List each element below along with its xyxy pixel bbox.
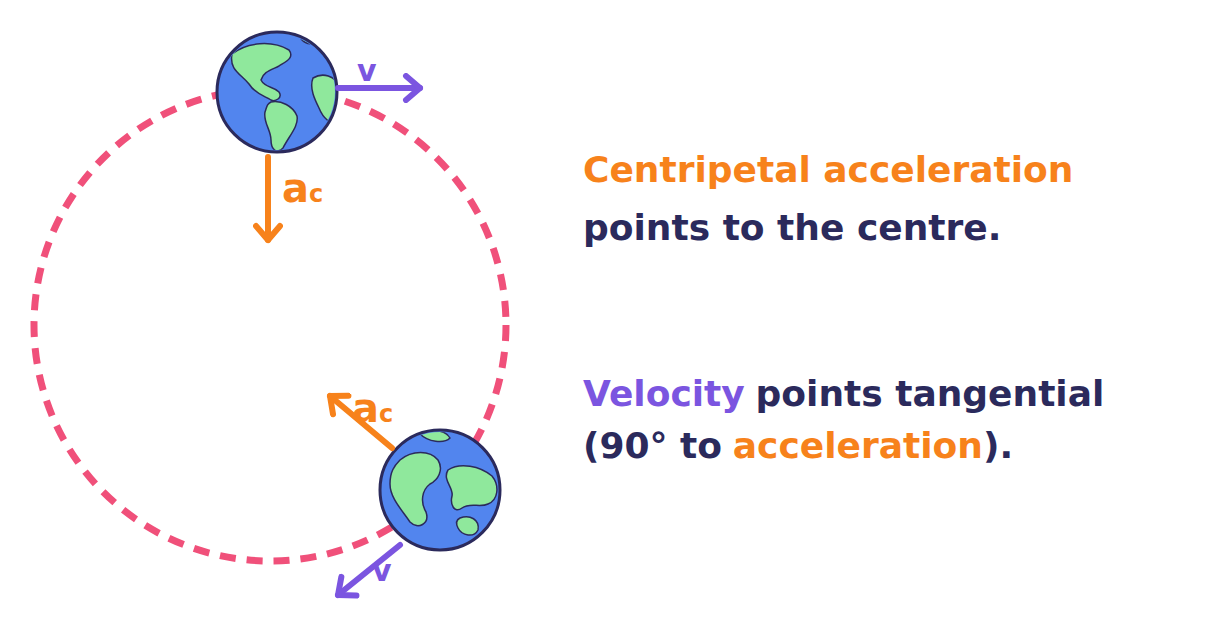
acceleration-label: ac bbox=[352, 388, 393, 428]
text-line: Centripetal acceleration bbox=[583, 148, 1073, 191]
orbit-path bbox=[34, 89, 506, 561]
continent bbox=[312, 75, 339, 123]
caption-text: acceleration bbox=[733, 425, 983, 466]
text-line: Velocity points tangential bbox=[583, 372, 1104, 415]
caption-text: (90° to bbox=[583, 425, 722, 466]
caption-text: ). bbox=[983, 425, 1013, 466]
velocity-label: v bbox=[357, 56, 377, 86]
continent bbox=[420, 431, 450, 442]
continent bbox=[457, 517, 479, 535]
continent bbox=[390, 453, 440, 526]
earth-ocean bbox=[380, 430, 500, 550]
velocity-arrow bbox=[338, 85, 420, 91]
text-line: points to the centre. bbox=[583, 206, 1001, 249]
continent bbox=[446, 466, 497, 510]
earth-bottom bbox=[380, 430, 500, 550]
caption-text: points to the centre. bbox=[583, 207, 1001, 248]
acceleration-label: ac bbox=[282, 168, 323, 208]
caption-text: Centripetal acceleration bbox=[583, 149, 1073, 190]
caption-text: Velocity bbox=[583, 373, 745, 414]
velocity-label: v bbox=[372, 556, 392, 586]
continent bbox=[299, 32, 315, 43]
continent bbox=[265, 102, 298, 151]
earth-top bbox=[217, 32, 339, 152]
velocity-arrow bbox=[338, 545, 400, 595]
continent bbox=[232, 44, 291, 101]
acceleration-arrow bbox=[265, 157, 271, 240]
caption-text: points tangential bbox=[756, 373, 1105, 414]
text-line: (90° to acceleration). bbox=[583, 424, 1013, 467]
